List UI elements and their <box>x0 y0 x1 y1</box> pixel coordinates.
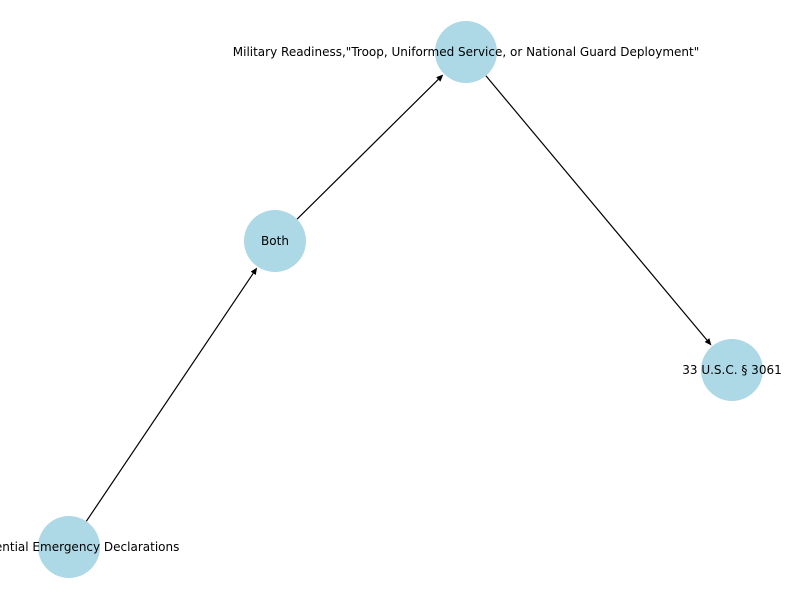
arrowhead-n2-n3 <box>436 74 444 82</box>
edge-n2-n3 <box>296 79 439 220</box>
edge-n3-n4 <box>485 75 708 341</box>
edge-n1-n2 <box>85 273 254 522</box>
node-circle <box>701 339 763 401</box>
arrowhead-n1-n2 <box>250 267 258 276</box>
node-circle <box>435 21 497 83</box>
node-n4: 33 U.S.C. § 3061 <box>682 339 782 401</box>
node-n1: Presidential Emergency Declarations <box>0 516 179 578</box>
node-circle <box>244 210 306 272</box>
node-n2: Both <box>244 210 306 272</box>
arrowhead-n3-n4 <box>704 338 712 346</box>
node-layer: Presidential Emergency Declarations Both M… <box>0 21 782 578</box>
node-n3: Military Readiness,"Troop, Uniformed Ser… <box>233 21 699 83</box>
edge-layer <box>85 74 712 522</box>
node-circle <box>38 516 100 578</box>
node-label: Military Readiness,"Troop, Uniformed Ser… <box>233 45 699 59</box>
node-label: 33 U.S.C. § 3061 <box>682 363 781 377</box>
node-label: Presidential Emergency Declarations <box>0 540 179 554</box>
node-label: Both <box>261 234 289 248</box>
